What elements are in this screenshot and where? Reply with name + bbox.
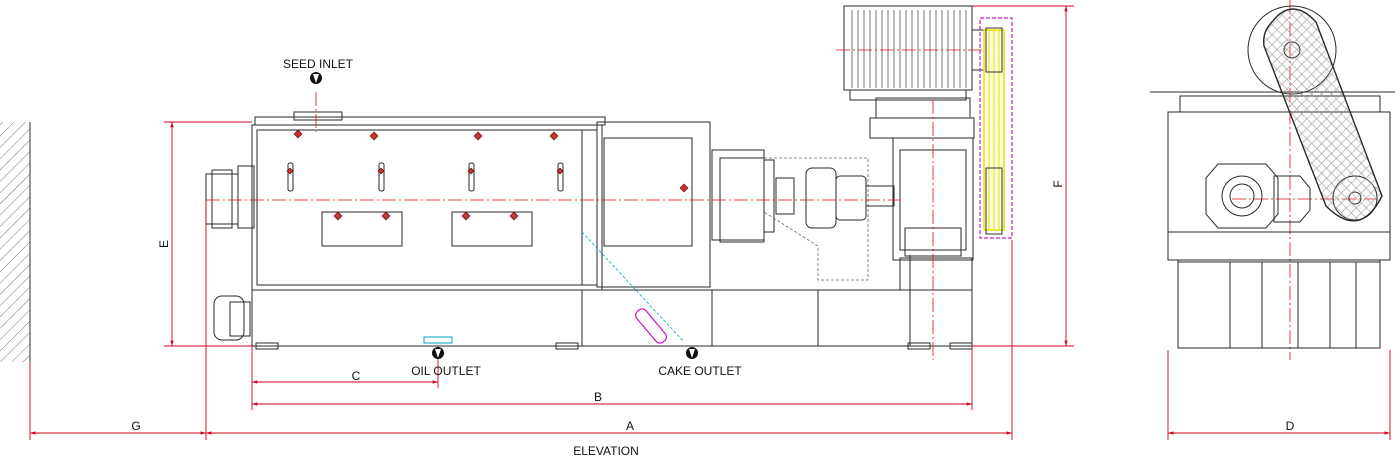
cake-outlet-chute: [634, 308, 668, 344]
dim-g-label: G: [131, 419, 140, 433]
seed-inlet-icon: [310, 72, 322, 84]
seed-inlet-label: SEED INLET: [283, 57, 354, 71]
belt-drive: [979, 17, 1013, 239]
dim-f-label: F: [1051, 180, 1065, 187]
dim-d-label: D: [1286, 419, 1295, 433]
oil-outlet-icon: [432, 347, 444, 359]
cake-outlet-label: CAKE OUTLET: [658, 364, 742, 378]
view-title: ELEVATION: [573, 444, 639, 458]
fastener-markers: [286, 129, 689, 221]
dimension-lines: [29, 5, 1391, 440]
dim-b-label: B: [594, 390, 602, 404]
centerlines: [206, 0, 1380, 360]
belt-guard: [1262, 8, 1383, 222]
dim-a-label: A: [626, 419, 634, 433]
wall-hatch: [0, 122, 31, 362]
motor-fins: [851, 10, 967, 88]
oil-outlet-label: OIL OUTLET: [411, 364, 481, 378]
cake-outlet-icon: [686, 347, 698, 359]
hidden-lines: [581, 157, 869, 343]
press-body: [205, 5, 987, 350]
dim-c-label: C: [352, 369, 361, 383]
dim-e-label: E: [157, 240, 171, 248]
oil-outlet-tray: [423, 336, 453, 344]
